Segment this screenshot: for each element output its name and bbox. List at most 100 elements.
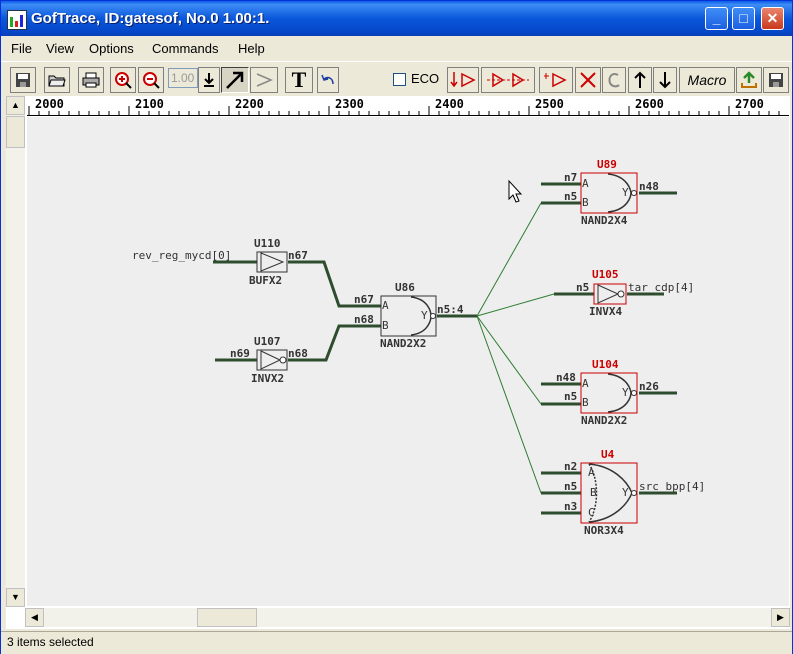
pin-label: B [590,486,597,499]
refresh-icon[interactable] [602,67,626,93]
title-bar[interactable]: GofTrace, ID:gatesof, No.0 1.00:1. _ □ ✕ [1,1,792,36]
pin-label: A [588,466,595,479]
gate-u107[interactable]: U107 INVX2 n69 n68 [230,335,308,385]
upload-icon[interactable] [736,67,762,93]
net-label: n5 [564,190,577,203]
window-title: GofTrace, ID:gatesof, No.0 1.00:1. [31,10,270,27]
zoom-in-icon[interactable] [110,67,136,93]
ruler-label: 2100 [135,97,164,111]
pin-label: Y [421,309,428,322]
pin-label: A [382,299,389,312]
ruler-label: 2700 [735,97,764,111]
net-label: n5 [564,480,577,493]
menu-options[interactable]: Options [89,41,134,56]
net-label: n48 [639,180,659,193]
pin-label: A [582,377,589,390]
gate-u4-name: U4 [601,448,615,461]
macro-button[interactable]: Macro [679,67,735,93]
menu-view[interactable]: View [46,41,74,56]
wire-tool-icon[interactable] [250,67,278,93]
horizontal-scrollbar[interactable]: ◀ ▶ [25,608,790,627]
pin-label: Y [622,386,629,399]
arrow-up-icon[interactable] [628,67,652,93]
gate-u89[interactable]: U89 NAND2X4 A B Y n7 n5 n48 [564,158,659,227]
download-arrow-icon[interactable] [198,67,220,93]
gate-u110[interactable]: U110 BUFX2 rev_reg_mycd[0] n67 [132,237,308,287]
net-label: src_bpp[4] [639,480,705,493]
vertical-scroll-thumb[interactable] [6,116,25,148]
scroll-down-icon[interactable]: ▼ [6,588,25,607]
gate-u4-type: NOR3X4 [584,524,624,537]
ruler-label: 2500 [535,97,564,111]
vertical-scrollbar[interactable]: ▲ ▼ [6,96,25,607]
menu-help[interactable]: Help [238,41,265,56]
net-label: n5:4 [437,303,464,316]
scroll-left-icon[interactable]: ◀ [25,608,44,627]
trace-back-icon[interactable] [447,67,479,93]
gate-u105-name: U105 [592,268,619,281]
net-label: n69 [230,347,250,360]
minimize-icon[interactable]: _ [705,7,728,30]
arrow-down-icon[interactable] [653,67,677,93]
gate-u86[interactable]: U86 NAND2X2 A B Y n67 n68 n5:4 [354,281,464,350]
ruler-label: 2400 [435,97,464,111]
gate-u89-name: U89 [597,158,617,171]
gate-u104[interactable]: U104 NAND2X2 A B Y n48 n5 n26 [556,358,659,427]
net-label: n68 [354,313,374,326]
select-arrow-icon[interactable] [221,67,249,93]
save-disk-icon[interactable] [763,67,789,93]
pin-label: Y [622,486,629,499]
open-folder-icon[interactable] [44,67,70,93]
net-label: n7 [564,171,577,184]
print-icon[interactable] [78,67,104,93]
pin-label: B [582,196,589,209]
gate-u107-type: INVX2 [251,372,284,385]
eco-label: ECO [411,71,440,86]
pin-label: B [382,319,389,332]
status-bar: 3 items selected [1,631,792,654]
gate-u104-type: NAND2X2 [581,414,627,427]
trace-forward-icon[interactable] [539,67,573,93]
schematic-canvas[interactable]: U110 BUFX2 rev_reg_mycd[0] n67 U107 INVX… [27,117,789,606]
undo-icon[interactable] [317,67,339,93]
gate-u107-name: U107 [254,335,281,348]
scroll-up-icon[interactable]: ▲ [6,96,25,115]
net-label: n5 [576,281,589,294]
status-text: 3 items selected [7,635,94,649]
horizontal-ruler: 2000 2100 2200 2300 2400 2500 2600 2700 [27,96,789,116]
gate-u110-type: BUFX2 [249,274,282,287]
net-label: n48 [556,371,576,384]
fanout-wires [476,202,555,494]
eco-checkbox[interactable] [393,73,406,86]
pin-label: C [588,506,595,519]
delete-x-icon[interactable] [575,67,601,93]
gate-u4[interactable]: U4 NOR3X4 A B C Y n2 n5 n3 src_bpp[4] [564,448,705,537]
horizontal-scroll-thumb[interactable] [197,608,257,627]
ruler-label: 2600 [635,97,664,111]
macro-label: Macro [687,72,727,88]
ruler-label: 2300 [335,97,364,111]
close-icon[interactable]: ✕ [761,7,784,30]
save-icon[interactable] [10,67,36,93]
gate-u86-name: U86 [395,281,415,294]
net-label: n2 [564,460,577,473]
net-label: rev_reg_mycd[0] [132,249,231,262]
maximize-icon[interactable]: □ [732,7,755,30]
net-label: n26 [639,380,659,393]
gate-u105[interactable]: U105 INVX4 n5 tar_cdp[4] [576,268,694,318]
trace-path-icon[interactable] [481,67,535,93]
net-label: n5 [564,390,577,403]
net-label: n3 [564,500,577,513]
zoom-input[interactable] [168,68,198,88]
net-wires [213,182,677,515]
zoom-out-icon[interactable] [138,67,164,93]
menu-bar: File View Options Commands Help [1,37,792,59]
scroll-right-icon[interactable]: ▶ [771,608,790,627]
menu-commands[interactable]: Commands [152,41,219,56]
text-tool-icon[interactable]: T [285,67,313,93]
net-label: n67 [288,249,308,262]
ruler-label: 2200 [235,97,264,111]
menu-file[interactable]: File [11,41,32,56]
net-label: n67 [354,293,374,306]
